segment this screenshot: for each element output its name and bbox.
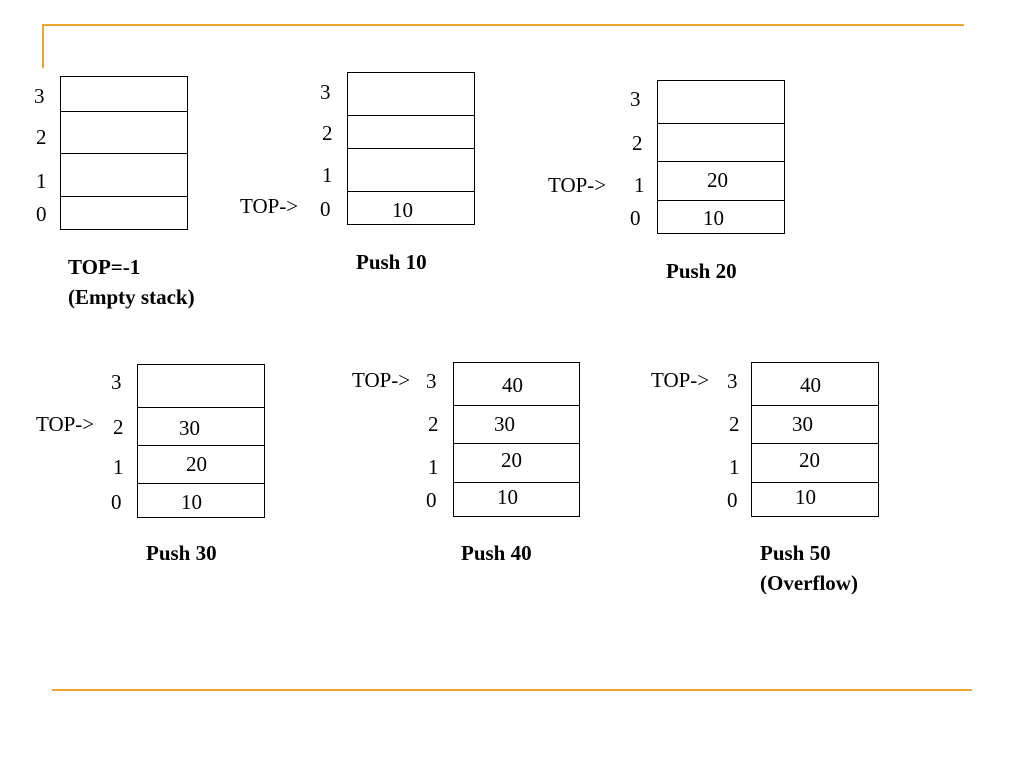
cell-divider bbox=[752, 443, 878, 444]
caption-line: Push 40 bbox=[461, 541, 532, 565]
slot-index: 0 bbox=[111, 490, 122, 514]
stack-box bbox=[453, 362, 580, 517]
cell-divider bbox=[61, 111, 187, 112]
cell-value: 40 bbox=[502, 373, 523, 397]
cell-divider bbox=[752, 482, 878, 483]
slot-index: 1 bbox=[322, 163, 333, 187]
cell-value: 40 bbox=[800, 373, 821, 397]
top-pointer-label: TOP-> bbox=[240, 194, 299, 218]
cell-divider bbox=[138, 407, 264, 408]
slot-index: 1 bbox=[729, 455, 740, 479]
cell-value: 30 bbox=[179, 416, 200, 440]
stack-box bbox=[751, 362, 879, 517]
caption-line: Push 30 bbox=[146, 541, 217, 565]
cell-value: 10 bbox=[795, 485, 816, 509]
cell-value: 30 bbox=[494, 412, 515, 436]
slot-index: 2 bbox=[632, 131, 643, 155]
top-pointer-label: TOP-> bbox=[548, 173, 607, 197]
slot-index: 3 bbox=[727, 369, 738, 393]
caption-line: TOP=-1 bbox=[68, 255, 141, 279]
slot-index: 0 bbox=[630, 206, 641, 230]
slot-index: 3 bbox=[426, 369, 437, 393]
top-accent-corner bbox=[42, 24, 44, 68]
top-pointer-label: TOP-> bbox=[651, 368, 710, 392]
cell-value: 10 bbox=[497, 485, 518, 509]
caption-line: (Overflow) bbox=[760, 571, 858, 595]
caption-line: Push 10 bbox=[356, 250, 427, 274]
slot-index: 1 bbox=[428, 455, 439, 479]
slot-index: 2 bbox=[36, 125, 47, 149]
slot-index: 3 bbox=[34, 84, 45, 108]
slot-index: 3 bbox=[630, 87, 641, 111]
cell-divider bbox=[61, 153, 187, 154]
slot-index: 1 bbox=[634, 173, 645, 197]
cell-divider bbox=[61, 196, 187, 197]
slot-index: 1 bbox=[113, 455, 124, 479]
cell-divider bbox=[454, 443, 579, 444]
cell-divider bbox=[138, 445, 264, 446]
top-pointer-label: TOP-> bbox=[36, 412, 95, 436]
stack-box bbox=[657, 80, 785, 234]
cell-divider bbox=[658, 161, 784, 162]
cell-divider bbox=[138, 483, 264, 484]
caption-line: (Empty stack) bbox=[68, 285, 195, 309]
slot-index: 2 bbox=[322, 121, 333, 145]
cell-value: 10 bbox=[181, 490, 202, 514]
slot-index: 2 bbox=[113, 415, 124, 439]
top-pointer-label: TOP-> bbox=[352, 368, 411, 392]
slot-index: 3 bbox=[320, 80, 331, 104]
slot-index: 3 bbox=[111, 370, 122, 394]
stack-box bbox=[137, 364, 265, 518]
caption-line: Push 20 bbox=[666, 259, 737, 283]
cell-divider bbox=[658, 123, 784, 124]
slot-index: 1 bbox=[36, 169, 47, 193]
stack-box bbox=[347, 72, 475, 225]
slot-index: 2 bbox=[428, 412, 439, 436]
top-accent-rule bbox=[42, 24, 964, 26]
cell-divider bbox=[454, 482, 579, 483]
slot-index: 0 bbox=[426, 488, 437, 512]
cell-value: 20 bbox=[707, 168, 728, 192]
cell-value: 10 bbox=[703, 206, 724, 230]
cell-value: 20 bbox=[799, 448, 820, 472]
cell-value: 20 bbox=[501, 448, 522, 472]
cell-value: 20 bbox=[186, 452, 207, 476]
cell-divider bbox=[348, 191, 474, 192]
stack-box bbox=[60, 76, 188, 230]
cell-divider bbox=[454, 405, 579, 406]
cell-value: 10 bbox=[392, 198, 413, 222]
cell-divider bbox=[752, 405, 878, 406]
bottom-accent-rule bbox=[52, 689, 972, 691]
slot-index: 0 bbox=[320, 197, 331, 221]
cell-divider bbox=[348, 115, 474, 116]
cell-divider bbox=[658, 200, 784, 201]
caption-line: Push 50 bbox=[760, 541, 831, 565]
slot-index: 0 bbox=[36, 202, 47, 226]
slot-index: 2 bbox=[729, 412, 740, 436]
slot-index: 0 bbox=[727, 488, 738, 512]
cell-value: 30 bbox=[792, 412, 813, 436]
cell-divider bbox=[348, 148, 474, 149]
